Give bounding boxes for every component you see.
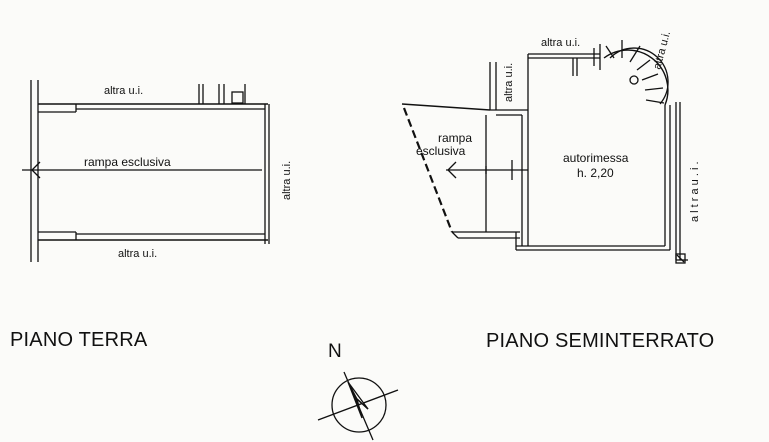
garage-name-label: autorimessa xyxy=(563,151,629,165)
ground-floor-plan xyxy=(22,80,270,262)
ground-bottom-label: altra u.i. xyxy=(118,248,157,260)
basement-top-label: altra u.i. xyxy=(541,37,580,49)
ground-floor-title: PIANO TERRA xyxy=(10,329,148,351)
basement-left-label: altra u.i. xyxy=(503,63,515,102)
basement-ramp-line2: esclusiva xyxy=(416,144,466,158)
basement-title: PIANO SEMINTERRATO xyxy=(486,330,714,352)
basement-ramp-line1: rampa xyxy=(438,131,472,145)
ground-right-label: altra u.i. xyxy=(281,161,293,200)
compass-north-label: N xyxy=(328,341,342,362)
basement-plan xyxy=(401,40,688,264)
compass-rose-icon xyxy=(317,371,399,441)
garage-height-label: h. 2,20 xyxy=(577,166,614,180)
ground-ramp-label: rampa esclusiva xyxy=(84,155,171,169)
basement-right-label: a l t r a u . i . xyxy=(689,161,701,222)
ground-top-label: altra u.i. xyxy=(104,85,143,97)
basement-stair-label: altra u.i. xyxy=(651,30,673,71)
